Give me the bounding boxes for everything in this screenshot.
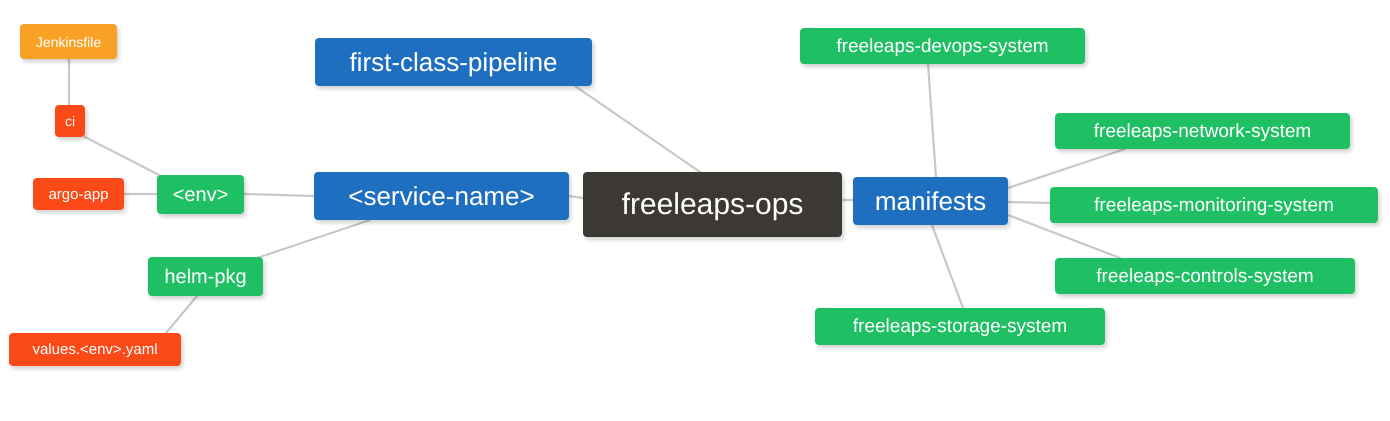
mindmap-node-service-name[interactable]: <service-name> (314, 172, 569, 220)
mindmap-node-argo-app[interactable]: argo-app (33, 178, 124, 210)
mindmap-node-label: freeleaps-monitoring-system (1094, 194, 1334, 216)
mindmap-node-first-class-pipeline[interactable]: first-class-pipeline (315, 38, 592, 86)
edge-manifests-storage (930, 223, 965, 310)
mindmap-node-label: helm-pkg (164, 265, 247, 288)
mindmap-node-label: freeleaps-network-system (1093, 120, 1312, 142)
edge-ci-env (83, 135, 165, 179)
edge-first-class-pipeline-freeleaps-ops (573, 84, 702, 174)
edge-manifests-network (1006, 147, 1127, 190)
mindmap-node-label: freeleaps-devops-system (836, 35, 1049, 57)
mindmap-node-freeleaps-storage-system[interactable]: freeleaps-storage-system (815, 308, 1105, 345)
mindmap-node-freeleaps-devops-system[interactable]: freeleaps-devops-system (800, 28, 1085, 64)
mindmap-node-values-yaml[interactable]: values.<env>.yaml (9, 333, 181, 366)
mindmap-node-freeleaps-controls-system[interactable]: freeleaps-controls-system (1055, 258, 1355, 294)
mindmap-node-label: freeleaps-storage-system (852, 316, 1068, 337)
edge-manifests-devops (926, 62, 938, 179)
mindmap-node-label: first-class-pipeline (349, 47, 558, 77)
mindmap-node-label: Jenkinsfile (35, 33, 102, 50)
mindmap-node-label: freeleaps-ops (621, 187, 804, 221)
mindmap-node-label: <service-name> (348, 181, 535, 211)
edge-service-name-freeleaps-ops (567, 194, 585, 200)
mindmap-node-label: argo-app (48, 185, 109, 203)
mindmap-node-jenkinsfile[interactable]: Jenkinsfile (20, 24, 117, 59)
mindmap-node-manifests[interactable]: manifests (853, 177, 1008, 225)
mindmap-node-freeleaps-monitoring-system[interactable]: freeleaps-monitoring-system (1050, 187, 1378, 223)
mindmap-node-freeleaps-ops[interactable]: freeleaps-ops (583, 172, 842, 237)
mindmap-node-label: ci (64, 113, 76, 129)
mindmap-node-label: freeleaps-controls-system (1096, 265, 1314, 287)
edge-helm-pkg-service-name (255, 218, 372, 260)
edge-values-yaml-helm-pkg (164, 294, 199, 335)
mindmap-node-label: values.<env>.yaml (32, 341, 158, 358)
edge-env-service-name (242, 192, 316, 198)
mindmap-node-ci[interactable]: ci (55, 105, 85, 137)
edge-manifests-monitoring (1006, 200, 1052, 205)
mindmap-node-helm-pkg[interactable]: helm-pkg (148, 257, 263, 296)
mindmap-node-freeleaps-network-system[interactable]: freeleaps-network-system (1055, 113, 1350, 149)
mindmap-node-env[interactable]: <env> (157, 175, 244, 214)
mindmap-node-label: <env> (172, 183, 229, 206)
mindmap-node-label: manifests (874, 186, 987, 216)
